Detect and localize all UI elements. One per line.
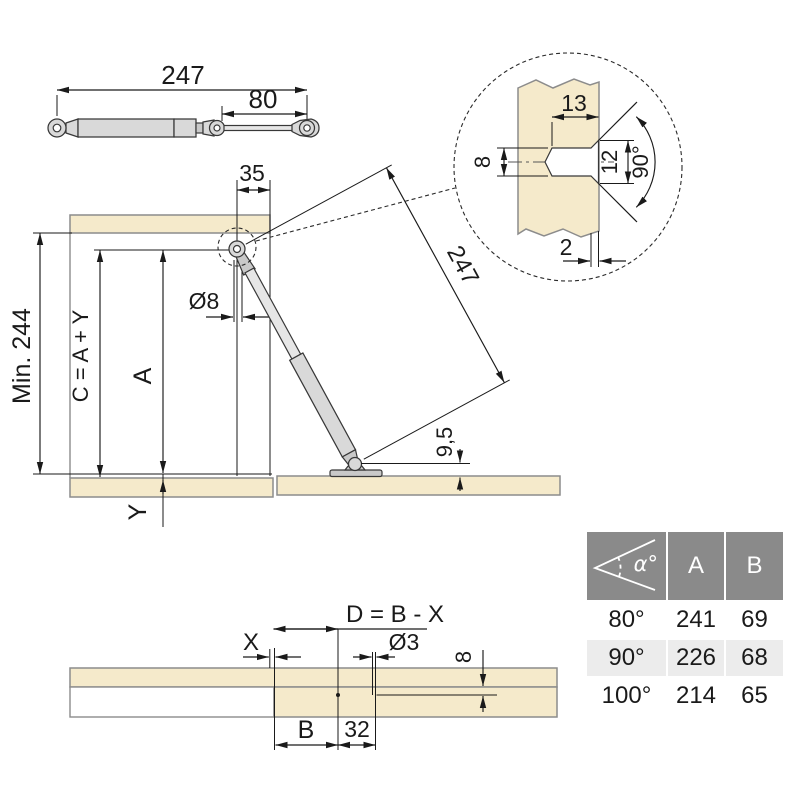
drilled-hole-profile — [544, 139, 600, 185]
flap-top-view: X D = B - X Ø3 8 B — [69, 601, 558, 750]
table-cell-b-2: 65 — [726, 678, 783, 714]
dim-hole-depth: 13 — [551, 90, 599, 146]
dim-strut-length: 247 — [245, 164, 510, 460]
cabinet-bottom-panel — [69, 477, 274, 498]
detail-leader-line — [255, 187, 456, 242]
table-header-b: B — [726, 532, 783, 600]
dim-pivot-hole-label: Ø8 — [189, 288, 220, 314]
mounting-detail-view: 13 8 12 90° 2 — [453, 52, 683, 282]
dim-height-a: A — [129, 250, 167, 473]
dim-pivot-hole: Ø8 — [189, 260, 269, 322]
pivot-detail-marker — [217, 227, 257, 267]
dim-ball-height-label: 9,5 — [432, 427, 457, 458]
dim-distance-d: D = B - X — [273, 601, 444, 633]
cabinet-void-strip — [69, 686, 275, 718]
dim-strut-rod: 80 — [221, 84, 307, 121]
dim-overlay-x: X — [243, 629, 301, 661]
dim-min-interior: Min. 244 — [8, 232, 272, 475]
dim-ball-height: 9,5 — [361, 427, 470, 491]
ball-joint — [347, 456, 363, 472]
table-header-angle: α° — [587, 532, 666, 600]
dim-strut-length-label: 247 — [441, 241, 484, 289]
table-header-a: A — [668, 532, 724, 600]
dim-ball-offset-label: 32 — [344, 716, 370, 742]
dim-height-a-label: A — [129, 367, 157, 384]
dim-strut-overall: 247 — [56, 60, 308, 119]
strut-cylinder — [77, 118, 175, 138]
table-cell-angle-2: 100° — [587, 678, 666, 714]
installation-side-view: 35 Min. 244 C = A + Y A Y — [8, 160, 561, 527]
dim-distance-d-label: D = B - X — [346, 601, 444, 628]
dim-distance-b: B — [275, 716, 338, 749]
angle-symbol-label: α° — [633, 552, 658, 576]
table-cell-angle-0: 80° — [587, 602, 666, 638]
table-cell-b-1: 68 — [726, 640, 783, 676]
dim-offset-y-label: Y — [124, 503, 152, 520]
dim-min-interior-label: Min. 244 — [8, 308, 36, 404]
dim-hole-diameter-label: 8 — [470, 156, 495, 168]
countersink-angle-arc — [635, 116, 656, 208]
dim-height-c: C = A + Y — [68, 249, 237, 477]
dim-hole-diameter: 8 — [470, 147, 548, 177]
strut-cap — [195, 122, 204, 134]
strut-cylinder-end — [173, 118, 197, 138]
dim-overlay-x-label: X — [243, 629, 259, 656]
strut-end-eyelet-hole — [303, 124, 311, 132]
strut-rod-installed — [244, 267, 302, 360]
table-cell-a-1: 226 — [668, 640, 724, 676]
strut-neck — [65, 118, 79, 138]
dim-pilot-hole: Ø3 — [353, 629, 419, 750]
table-cell-angle-1: 90° — [587, 640, 666, 676]
table-cell-a-2: 214 — [668, 678, 724, 714]
countersink-upper-line — [598, 101, 638, 141]
installed-strut — [217, 227, 383, 478]
dim-distance-b-label: B — [298, 716, 315, 744]
detail-circle — [453, 52, 683, 282]
strut-left-eyelet-hole — [52, 123, 62, 133]
opening-angle-icon — [592, 539, 656, 591]
open-flap-panel — [276, 475, 561, 496]
pivot-eyelet-hole — [232, 244, 242, 254]
dim-pivot-setback: 35 — [237, 160, 270, 194]
strut-joint-eyelet-hole — [213, 124, 221, 132]
countersink-lower-line — [598, 183, 638, 223]
spec-table: α° A B 80° 241 69 90° 226 68 100° 214 65 — [587, 532, 783, 714]
dim-strut-overall-label: 247 — [161, 60, 204, 90]
dim-hole-depth-label: 13 — [561, 90, 587, 116]
table-cell-b-0: 69 — [726, 602, 783, 638]
dim-countersink-depth: 2 — [560, 231, 626, 267]
dim-countersink-angle-label: 90° — [628, 145, 653, 178]
dim-offset-y: Y — [124, 474, 167, 527]
flap-panel-strip — [69, 667, 558, 688]
dim-pivot-setback-label: 35 — [239, 160, 265, 186]
ball-position-mark — [336, 693, 340, 697]
dim-ball-offset: 32 — [338, 716, 376, 749]
dim-pilot-hole-label: Ø3 — [389, 629, 420, 655]
dim-height-c-label: C = A + Y — [68, 309, 93, 402]
dim-countersink-diameter-label: 12 — [597, 150, 622, 174]
dim-pilot-depth-label: 8 — [451, 651, 476, 663]
cabinet-top-panel — [69, 214, 271, 234]
table-cell-a-0: 241 — [668, 602, 724, 638]
dim-strut-rod-label: 80 — [249, 84, 278, 114]
strut-body-installed — [288, 352, 357, 458]
dim-countersink-diameter: 12 — [597, 140, 634, 184]
strut-side-view: 247 80 — [47, 60, 320, 138]
dim-countersink-depth-label: 2 — [560, 234, 573, 260]
cabinet-bottom-strip — [273, 686, 558, 718]
strut-rod — [223, 124, 295, 132]
strut-drawing — [47, 118, 320, 138]
dim-pilot-depth: 8 — [376, 650, 497, 712]
